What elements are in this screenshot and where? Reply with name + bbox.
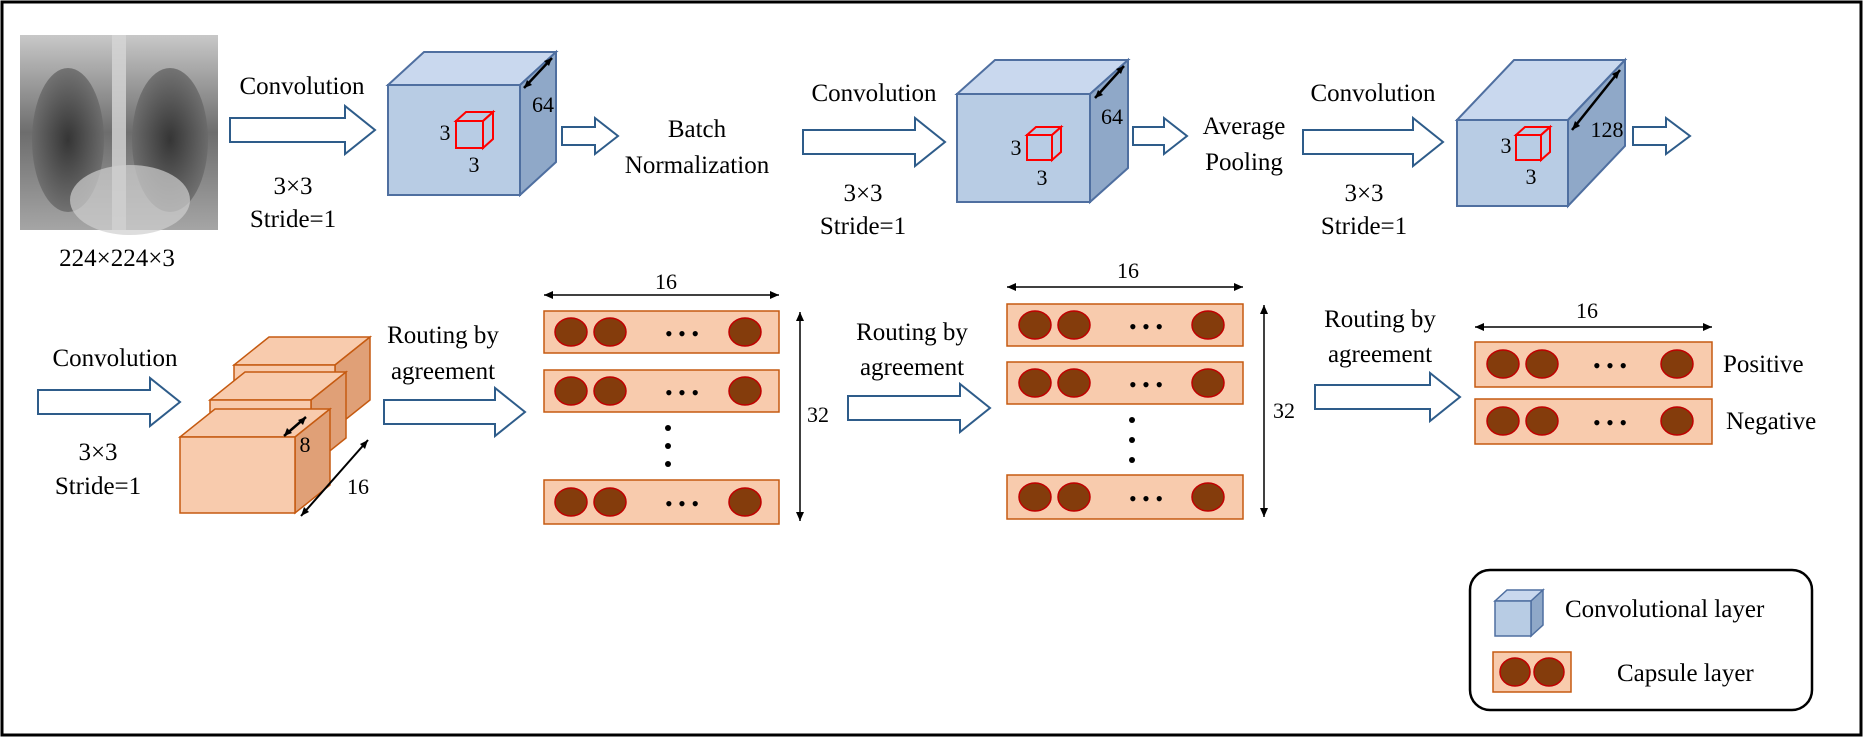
conv2-stride: Stride=1 <box>820 213 906 240</box>
caps1-row1-dots: • • • <box>665 321 699 346</box>
capsule-group-output <box>1474 323 1713 445</box>
kernel-cube-1 <box>453 109 496 151</box>
caps3-row1-dots: • • • <box>1593 353 1627 378</box>
xray-input-image <box>20 35 218 235</box>
conv4-width: 16 <box>347 474 369 499</box>
caps3-width: 16 <box>1576 298 1598 323</box>
conv1-kernel-h: 3 <box>469 152 480 177</box>
conv1-stride: Stride=1 <box>250 206 336 233</box>
caps2-row3-dots: • • • <box>1129 486 1163 511</box>
arrow-to-avgpool <box>1132 115 1189 157</box>
conv-cube-2 <box>954 57 1131 205</box>
primary-capsule-stack <box>177 335 373 517</box>
routing3-line2: agreement <box>1328 341 1432 368</box>
legend-box <box>1468 568 1814 712</box>
conv1-kernel-w: 3 <box>440 120 451 145</box>
conv1-kernel: 3×3 <box>273 173 312 200</box>
conv2-kernel-h: 3 <box>1037 165 1048 190</box>
conv3-depth: 128 <box>1591 117 1624 142</box>
positive-label: Positive <box>1723 351 1804 378</box>
arrow-conv2 <box>802 115 947 169</box>
batchnorm-line2: Normalization <box>625 152 770 179</box>
routing1-line1: Routing by <box>387 322 499 349</box>
negative-label: Negative <box>1726 408 1816 435</box>
caps1-row2-dots: • • • <box>665 380 699 405</box>
arrow-row1-out <box>1632 116 1692 156</box>
conv3-kernel: 3×3 <box>1344 180 1383 207</box>
caps1-width: 16 <box>655 269 677 294</box>
conv2-kernel: 3×3 <box>843 180 882 207</box>
conv4-kernel: 3×3 <box>78 439 117 466</box>
caps2-row2-dots: • • • <box>1129 372 1163 397</box>
caps2-width: 16 <box>1117 258 1139 283</box>
arrow-conv4 <box>37 375 182 429</box>
conv3-label: Convolution <box>1310 80 1436 107</box>
conv-cube-1 <box>385 49 559 198</box>
kernel-cube-2 <box>1024 124 1064 163</box>
arrow-conv1 <box>229 103 377 157</box>
caps1-height: 32 <box>807 402 829 427</box>
caps2-row1-dots: • • • <box>1129 314 1163 339</box>
conv-cube-3 <box>1454 57 1628 209</box>
arrow-routing1 <box>383 385 527 439</box>
arrow-routing2 <box>847 381 992 435</box>
avgpool-line1: Average <box>1203 113 1286 140</box>
capsule-group-1 <box>543 291 804 525</box>
conv1-depth: 64 <box>532 92 554 117</box>
conv2-kernel-w: 3 <box>1011 135 1022 160</box>
conv3-kernel-h: 3 <box>1526 164 1537 189</box>
avgpool-line2: Pooling <box>1205 149 1283 176</box>
routing2-line1: Routing by <box>856 319 968 346</box>
routing1-line2: agreement <box>391 358 495 385</box>
arrow-routing3 <box>1314 370 1462 424</box>
conv2-depth: 64 <box>1101 104 1123 129</box>
legend-capsule-swatch <box>1492 651 1572 693</box>
caps2-height: 32 <box>1273 398 1295 423</box>
kernel-cube-3 <box>1513 124 1553 163</box>
conv4-depth: 8 <box>300 432 311 457</box>
conv4-stride: Stride=1 <box>55 473 141 500</box>
conv2-label: Convolution <box>811 80 937 107</box>
arrow-to-batchnorm <box>561 115 620 157</box>
conv3-stride: Stride=1 <box>1321 213 1407 240</box>
capsule-group-2 <box>1006 283 1268 520</box>
arrow-conv3 <box>1302 115 1445 169</box>
caps1-row3-dots: • • • <box>665 491 699 516</box>
conv3-kernel-w: 3 <box>1501 133 1512 158</box>
legend-conv-label: Convolutional layer <box>1565 596 1765 623</box>
input-size-label: 224×224×3 <box>59 245 175 272</box>
batchnorm-line1: Batch <box>668 116 727 143</box>
caps3-row2-dots: • • • <box>1593 410 1627 435</box>
conv1-label: Convolution <box>239 73 365 100</box>
routing3-line1: Routing by <box>1324 306 1436 333</box>
routing2-line2: agreement <box>860 354 964 381</box>
conv4-label: Convolution <box>52 345 178 372</box>
legend-conv-swatch <box>1493 588 1545 638</box>
legend-capsule-label: Capsule layer <box>1617 660 1754 687</box>
